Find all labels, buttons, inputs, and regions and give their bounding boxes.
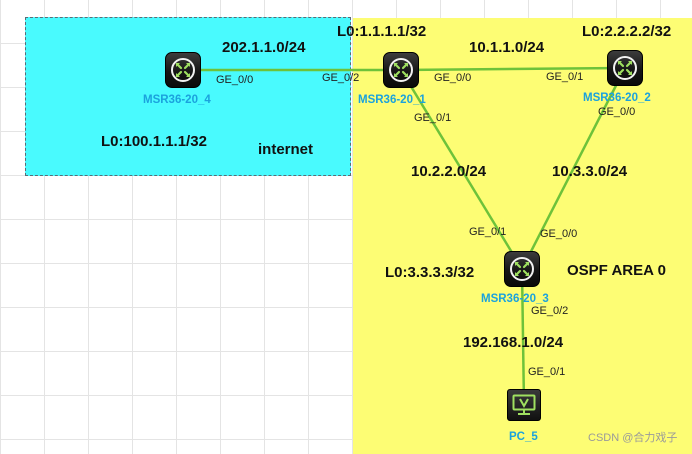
internet-zone xyxy=(25,17,351,176)
pc-pc-5[interactable] xyxy=(507,389,541,421)
network-label-link-0: 202.1.1.0/24 xyxy=(222,39,306,56)
loopback-label-msr3: L0:3.3.3.3/32 xyxy=(385,264,475,281)
router-msr36-20-1[interactable] xyxy=(383,52,419,88)
link-msr2-msr3 xyxy=(520,67,627,270)
port-label-msr3-ge01: GE_0/1 xyxy=(469,226,507,238)
port-label-msr4-ge00: GE_0/0 xyxy=(216,74,254,86)
device-label-msr2: MSR36-20_2 xyxy=(583,92,651,104)
network-label-link-3: 10.3.3.0/24 xyxy=(552,163,628,180)
link-msr1-msr2 xyxy=(400,66,626,72)
port-label-pc5-ge01: GE_0/1 xyxy=(528,366,566,378)
router-icon xyxy=(504,251,540,287)
network-label-link-2: 10.2.2.0/24 xyxy=(411,163,487,180)
port-label-msr3-ge02: GE_0/2 xyxy=(531,305,569,317)
network-label-link-1: 10.1.1.0/24 xyxy=(469,39,545,56)
loopback-label-msr4: L0:100.1.1.1/32 xyxy=(101,133,207,150)
router-msr36-20-2[interactable] xyxy=(607,50,643,86)
router-msr36-20-4[interactable] xyxy=(165,52,201,88)
device-label-msr3: MSR36-20_3 xyxy=(481,293,549,305)
link-msr1-msr3 xyxy=(399,69,524,270)
router-icon xyxy=(165,52,201,88)
device-label-pc5: PC_5 xyxy=(509,431,538,443)
port-label-msr1-ge01: GE_0/1 xyxy=(414,112,452,124)
internet-zone-label: internet xyxy=(258,141,314,158)
port-label-msr1-ge02: GE_0/2 xyxy=(322,72,360,84)
router-icon xyxy=(383,52,419,88)
watermark: CSDN @合力戏子 xyxy=(588,432,678,444)
port-label-msr3-ge00: GE_0/0 xyxy=(540,228,578,240)
device-label-msr1: MSR36-20_1 xyxy=(358,94,426,106)
device-label-msr4: MSR36-20_4 xyxy=(143,94,211,106)
link-msr3-pc5 xyxy=(520,268,526,406)
port-label-msr1-ge00: GE_0/0 xyxy=(434,72,472,84)
loopback-label-msr2: L0:2.2.2.2/32 xyxy=(582,23,672,40)
network-label-link-4: 192.168.1.0/24 xyxy=(463,334,564,351)
loopback-label-msr1: L0:1.1.1.1/32 xyxy=(337,23,427,40)
router-msr36-20-3[interactable] xyxy=(504,251,540,287)
port-label-msr2-ge00: GE_0/0 xyxy=(598,106,636,118)
ospf-area-label: OSPF AREA 0 xyxy=(567,262,666,279)
router-icon xyxy=(607,50,643,86)
pc-icon xyxy=(507,389,541,421)
port-label-msr2-ge01: GE_0/1 xyxy=(546,71,584,83)
